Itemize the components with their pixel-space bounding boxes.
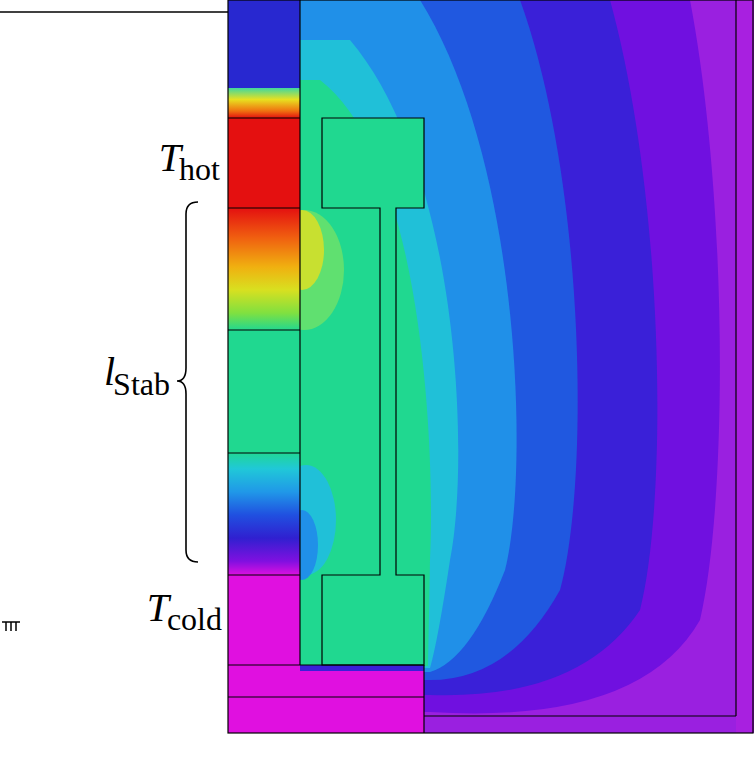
symbol-subscript: cold xyxy=(167,603,222,635)
symbol-subscript: hot xyxy=(179,151,220,187)
rod-segment xyxy=(228,0,300,88)
ruler-symbol xyxy=(2,622,20,631)
symbol-letter: T xyxy=(159,135,181,180)
length-brace xyxy=(177,202,198,562)
symbol-letter: T xyxy=(147,588,169,628)
contour-band xyxy=(300,80,431,666)
rod-segment xyxy=(228,88,300,665)
region-lines xyxy=(228,0,753,733)
contour-background xyxy=(228,0,754,733)
symbol-letter: T xyxy=(159,138,181,178)
contour-band xyxy=(300,0,657,695)
specimen-outline xyxy=(322,118,424,665)
frame-line xyxy=(0,11,228,13)
contour-band xyxy=(300,665,424,671)
contour-band xyxy=(300,0,517,672)
symbol-subscript: Stab xyxy=(113,366,170,402)
symbol-subscript: cold xyxy=(167,601,222,637)
symbol-subscript: Stab xyxy=(113,368,170,400)
contour-band xyxy=(736,0,754,733)
contour-band xyxy=(228,665,424,733)
symbol-subscript: hot xyxy=(179,153,220,185)
contour-band xyxy=(300,0,578,680)
contour-band xyxy=(300,40,458,668)
symbol-letter: T xyxy=(147,585,169,630)
contour-band xyxy=(300,0,720,713)
